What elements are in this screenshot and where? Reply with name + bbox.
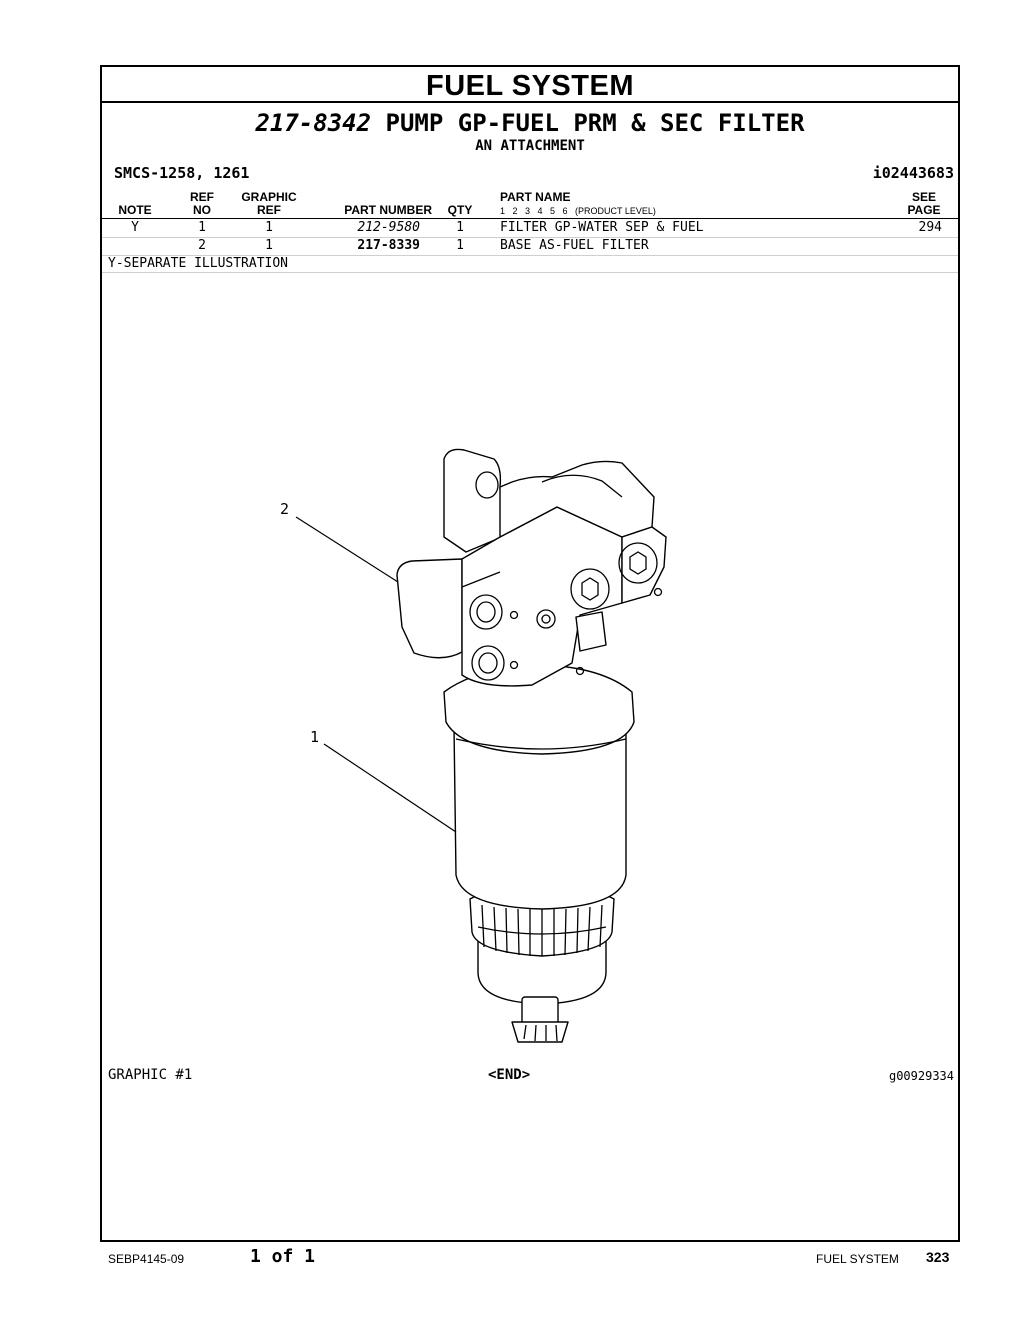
leader-line-1 <box>323 743 457 833</box>
right-block <box>621 526 667 604</box>
header-graphic-bottom: REF <box>257 203 281 217</box>
callout-2: 2 <box>280 500 290 518</box>
note-divider <box>102 272 958 273</box>
row1-note: Y <box>131 220 139 235</box>
row1-part-name: FILTER GP-WATER SEP & FUEL <box>500 220 704 235</box>
footer-page-number: 323 <box>926 1249 950 1265</box>
row2-part-name: BASE AS-FUEL FILTER <box>500 238 649 253</box>
row2-part-number: 217-8339 <box>357 238 420 253</box>
footer-doc-number: SEBP4145-09 <box>108 1252 185 1266</box>
header-product-level: 1 2 3 4 5 6 (PRODUCT LEVEL) <box>500 206 656 216</box>
header-ref-top: REF <box>190 190 214 204</box>
top-housing <box>499 460 655 538</box>
header-divider <box>102 218 958 219</box>
row2-graphic: 1 <box>265 238 273 253</box>
separate-illustration-note: Y-SEPARATE ILLUSTRATION <box>108 256 289 271</box>
header-see-top: SEE <box>911 190 936 204</box>
header-part-number: PART NUMBER <box>344 203 432 217</box>
fuel-filter-illustration <box>295 448 667 1043</box>
bleed-screw <box>536 609 556 629</box>
group-title: 217-8342 PUMP GP-FUEL PRM & SEC FILTER <box>102 109 958 137</box>
row1-see-page: 294 <box>918 220 942 235</box>
header-ref-bottom: NO <box>193 203 211 217</box>
sensor-box <box>575 611 607 652</box>
row1-graphic: 1 <box>265 220 273 235</box>
section-title: FUEL SYSTEM <box>102 67 958 103</box>
hex-plug-1 <box>570 568 610 610</box>
mounting-bracket <box>443 448 503 553</box>
header-qty: QTY <box>447 203 473 217</box>
outlet-port <box>471 645 505 681</box>
row1-ref: 1 <box>198 220 206 235</box>
header-graphic-top: GRAPHIC <box>241 190 297 204</box>
bracket-hole <box>475 471 499 499</box>
illustration-id: i02443683 <box>872 164 954 182</box>
drain-knob <box>511 1021 569 1043</box>
footer-page-of: 1 of 1 <box>250 1246 316 1267</box>
group-number: 217-8342 <box>255 109 372 137</box>
graphic-number: g00929334 <box>888 1069 954 1083</box>
end-label: <END> <box>488 1067 531 1083</box>
filter-canister <box>453 726 627 910</box>
inlet-port <box>469 594 503 630</box>
header-part-name: PART NAME <box>500 190 571 204</box>
group-subtitle: AN ATTACHMENT <box>475 138 585 154</box>
callout-1: 1 <box>310 728 320 746</box>
hex-plug-2 <box>618 542 658 584</box>
header-note: NOTE <box>118 203 152 217</box>
row1-divider <box>102 237 958 238</box>
row2-ref: 2 <box>198 238 206 253</box>
smcs-code: SMCS-1258, 1261 <box>114 164 250 182</box>
leader-line-2 <box>295 516 399 583</box>
graphic-label: GRAPHIC #1 <box>108 1067 193 1083</box>
row2-divider <box>102 255 958 256</box>
row1-qty: 1 <box>456 220 464 235</box>
row2-qty: 1 <box>456 238 464 253</box>
page-frame: FUEL SYSTEM 217-8342 PUMP GP-FUEL PRM & … <box>100 65 960 1242</box>
row1-part-number: 212-9580 <box>357 220 420 235</box>
footer-section: FUEL SYSTEM <box>816 1252 899 1266</box>
group-name: PUMP GP-FUEL PRM & SEC FILTER <box>385 109 805 137</box>
base-left-block <box>396 558 463 659</box>
header-see-bottom: PAGE <box>907 203 941 217</box>
